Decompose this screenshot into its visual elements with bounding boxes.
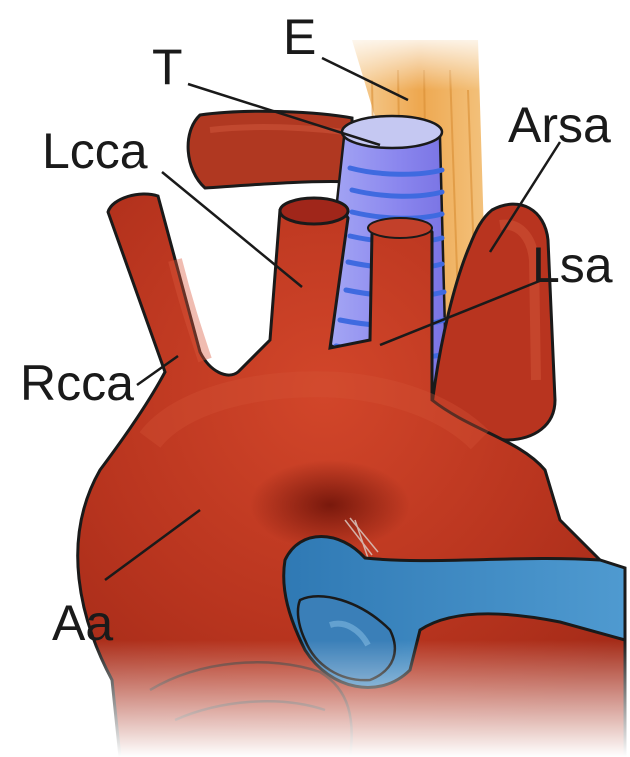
bottom-fade bbox=[0, 640, 630, 757]
label-arsa: Arsa bbox=[508, 97, 611, 153]
label-lcca: Lcca bbox=[42, 123, 148, 179]
label-t: T bbox=[152, 39, 183, 95]
horizontal-vessel bbox=[188, 111, 352, 188]
label-rcca: Rcca bbox=[20, 355, 134, 411]
label-aa: Aa bbox=[52, 595, 113, 651]
label-e: E bbox=[283, 9, 316, 65]
label-lsa: Lsa bbox=[532, 237, 613, 293]
